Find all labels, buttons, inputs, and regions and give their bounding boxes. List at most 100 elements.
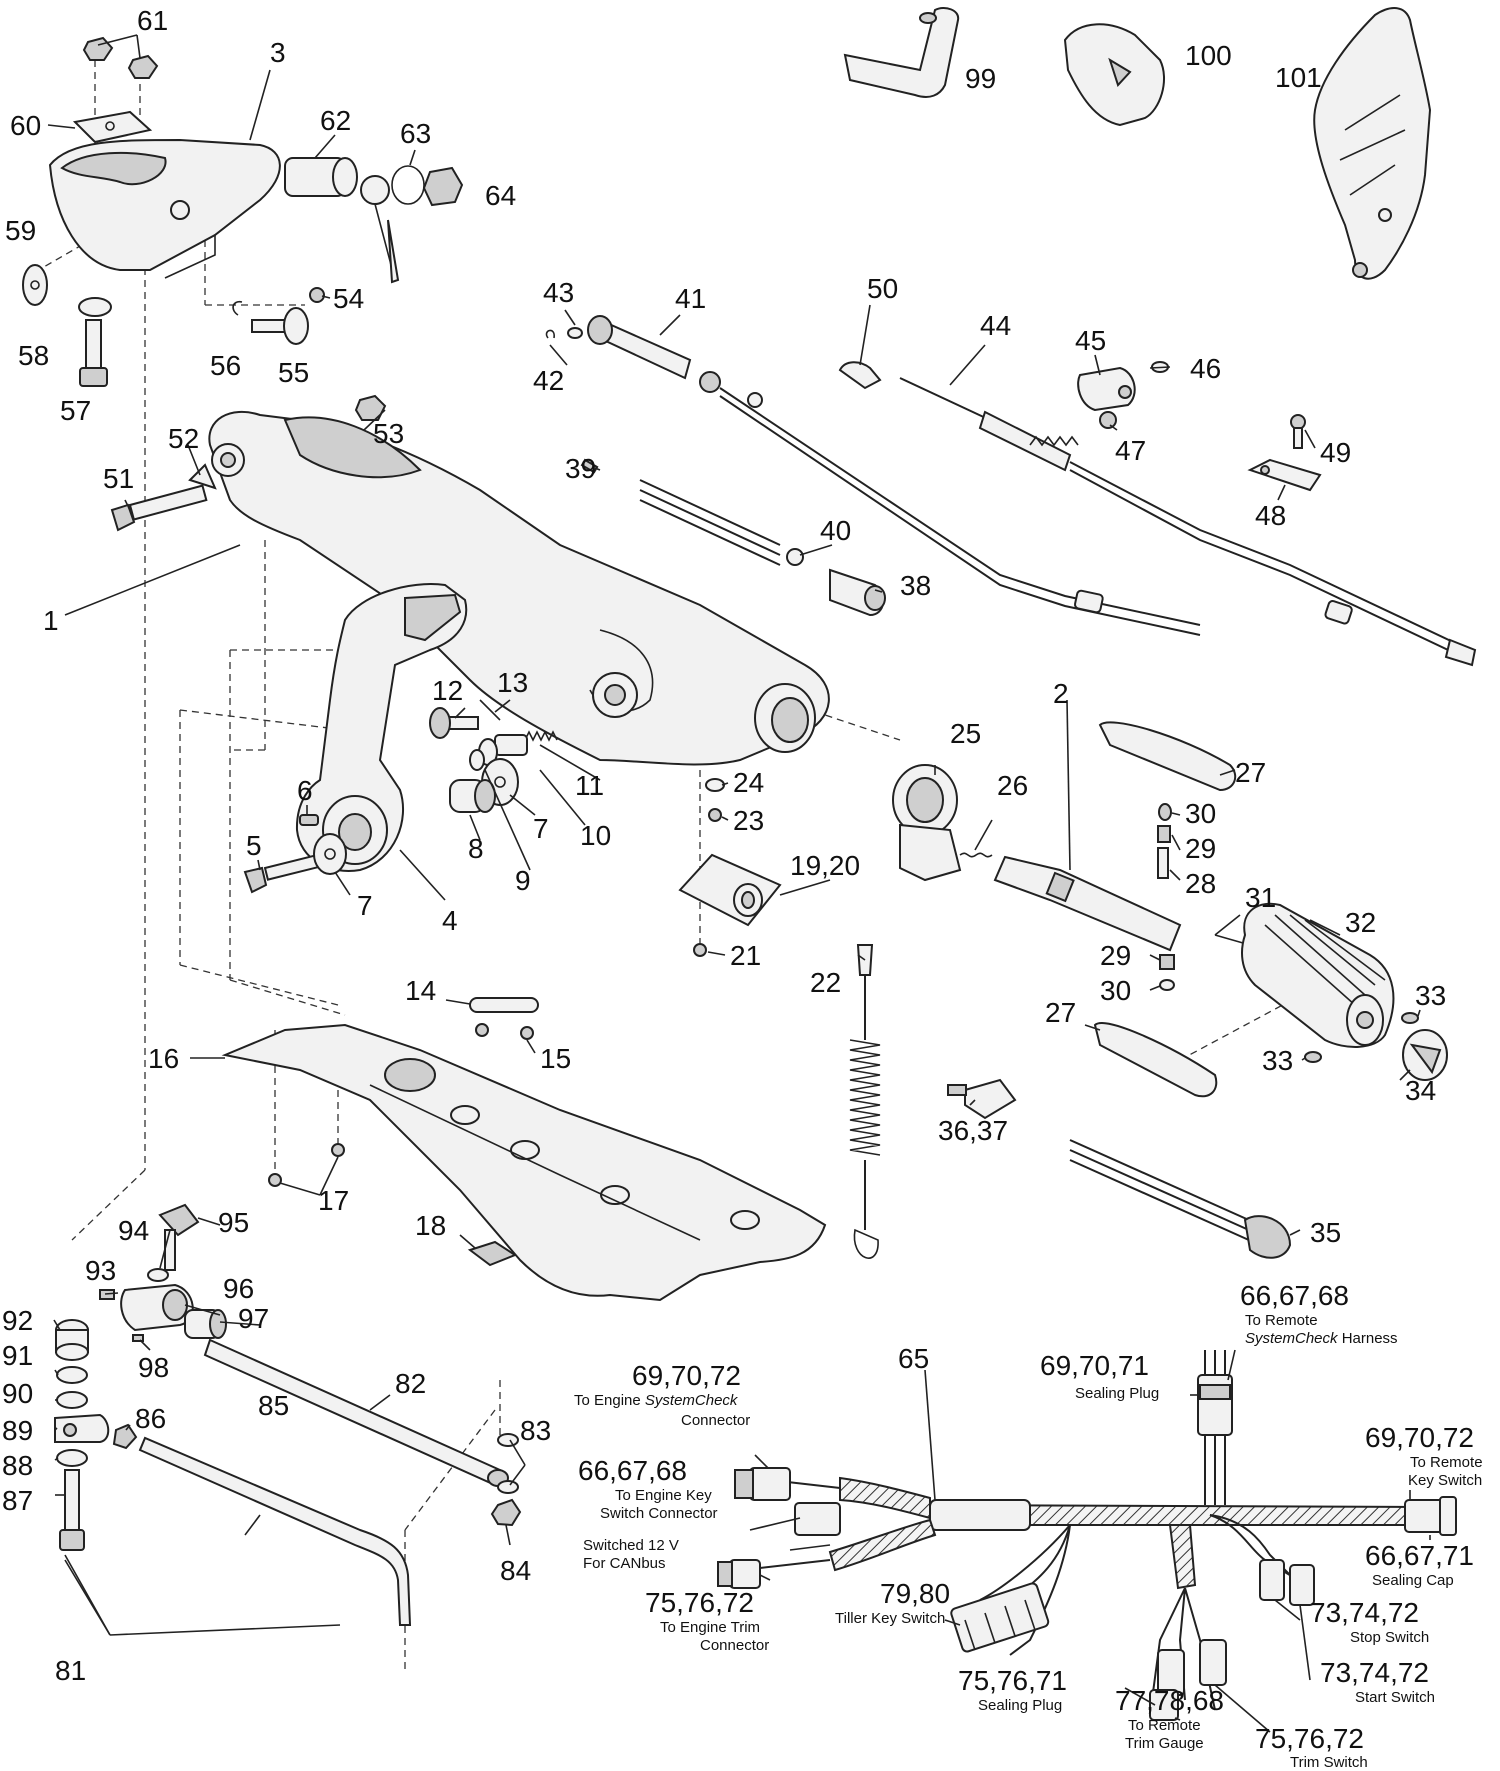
callout: 91 xyxy=(2,1340,33,1371)
screw-30a xyxy=(1158,803,1172,821)
callout: 10 xyxy=(580,820,611,851)
callout: 2 xyxy=(1053,678,1069,709)
harness-label-start-switch: 73,74,72 Start Switch xyxy=(1320,1657,1435,1706)
svg-text:69,70,71: 69,70,71 xyxy=(1040,1350,1149,1381)
callout: 94 xyxy=(118,1215,149,1246)
callout: 45 xyxy=(1075,325,1106,356)
spring-clip-26 xyxy=(959,852,993,858)
nut-29b xyxy=(1159,954,1175,970)
pin-12 xyxy=(429,707,479,739)
cable-end-50 xyxy=(838,361,882,390)
washer-52 xyxy=(188,463,217,490)
bushing-92 xyxy=(55,1319,89,1361)
callout: 4 xyxy=(442,905,458,936)
harness-label-tiller-key-switch: 79,80 Tiller Key Switch xyxy=(835,1578,950,1627)
clip-18 xyxy=(467,1240,518,1267)
svg-text:75,76,71: 75,76,71 xyxy=(958,1665,1067,1696)
callout: 55 xyxy=(278,357,309,388)
svg-text:SystemCheck Harness: SystemCheck Harness xyxy=(1245,1330,1398,1347)
callout: 84 xyxy=(500,1555,531,1586)
screw-47 xyxy=(1099,411,1117,429)
callout: 44 xyxy=(980,310,1011,341)
svg-text:To Remote: To Remote xyxy=(1128,1717,1201,1734)
callout: 6 xyxy=(297,775,313,806)
callout: 90 xyxy=(2,1378,33,1409)
washer-94 xyxy=(147,1268,169,1282)
knob-95 xyxy=(158,1203,200,1271)
callout: 62 xyxy=(320,105,351,136)
strap-14 xyxy=(469,997,539,1013)
svg-text:Key Switch: Key Switch xyxy=(1408,1472,1482,1489)
key-switch-62 xyxy=(284,157,400,284)
svg-text:Trim Switch: Trim Switch xyxy=(1290,1754,1368,1771)
callout: 47 xyxy=(1115,435,1146,466)
throttle-grip-32 xyxy=(1241,902,1395,1048)
pin-6 xyxy=(299,814,319,826)
harness-label-sealing-plug-bottom: 75,76,71 Sealing Plug xyxy=(958,1665,1067,1714)
connectors-harness xyxy=(717,1374,1457,1721)
svg-text:To Engine Trim: To Engine Trim xyxy=(660,1619,760,1636)
callout: 5 xyxy=(246,830,262,861)
svg-text:Trim Gauge: Trim Gauge xyxy=(1125,1735,1204,1752)
callout: 16 xyxy=(148,1043,179,1074)
washers-83 xyxy=(497,1433,519,1494)
svg-text:66,67,68: 66,67,68 xyxy=(1240,1280,1349,1311)
callout: 30 xyxy=(1185,798,1216,829)
callout: 53 xyxy=(373,418,404,449)
svg-text:To Remote: To Remote xyxy=(1245,1312,1318,1329)
svg-text:66,67,68: 66,67,68 xyxy=(578,1455,687,1486)
callout: 49 xyxy=(1320,437,1351,468)
callout: 54 xyxy=(333,283,364,314)
washer-30b xyxy=(1159,979,1175,991)
bolt-87 xyxy=(59,1469,85,1551)
svg-text:Sealing Plug: Sealing Plug xyxy=(978,1697,1062,1714)
washers-91-90 xyxy=(56,1366,88,1409)
tiller-top-cover xyxy=(48,138,281,279)
bracket-45 xyxy=(1077,366,1136,412)
callout: 82 xyxy=(395,1368,426,1399)
callout: 8 xyxy=(468,833,484,864)
callout: 56 xyxy=(210,350,241,381)
callout: 43 xyxy=(543,277,574,308)
callout: 39 xyxy=(565,453,596,484)
svg-text:Sealing Plug: Sealing Plug xyxy=(1075,1385,1159,1402)
callout: 17 xyxy=(318,1185,349,1216)
shift-cable-44 xyxy=(899,377,1477,667)
grip-insert-27a xyxy=(1098,721,1237,792)
harness-label-switched-12v: Switched 12 V For CANbus xyxy=(583,1537,679,1572)
callout: 7 xyxy=(533,813,549,844)
svg-text:Sealing Cap: Sealing Cap xyxy=(1372,1572,1454,1589)
svg-text:66,67,71: 66,67,71 xyxy=(1365,1540,1474,1571)
callout: 30 xyxy=(1100,975,1131,1006)
svg-text:75,76,72: 75,76,72 xyxy=(1255,1723,1364,1754)
svg-text:73,74,72: 73,74,72 xyxy=(1320,1657,1429,1688)
harness-label-engine-trim: 75,76,72 To Engine Trim Connector xyxy=(645,1587,769,1654)
svg-text:Start Switch: Start Switch xyxy=(1355,1689,1435,1706)
callout: 92 xyxy=(2,1305,33,1336)
svg-text:Connector: Connector xyxy=(681,1412,750,1429)
callout: 89 xyxy=(2,1415,33,1446)
tiller-arm xyxy=(208,410,830,766)
pin-98 xyxy=(132,1334,144,1342)
callout: 9 xyxy=(515,865,531,896)
harness-label-stop-switch: 73,74,72 Stop Switch xyxy=(1310,1597,1429,1646)
leader-lines xyxy=(47,34,1431,1733)
harness-label-engine-key-switch: 66,67,68 To Engine Key Switch Connector xyxy=(578,1455,718,1522)
callout: 63 xyxy=(400,118,431,149)
throttle-cable-41 xyxy=(587,315,1201,636)
harness-label-remote-systemcheck: 66,67,68 To Remote SystemCheck Harness xyxy=(1240,1280,1398,1347)
callout: 59 xyxy=(5,215,36,246)
screws-15 xyxy=(475,1023,534,1040)
washer-58 xyxy=(78,297,112,317)
callout: 58 xyxy=(18,340,49,371)
callout: 3 xyxy=(270,37,286,68)
callout: 31 xyxy=(1245,882,1276,913)
svg-text:Connector: Connector xyxy=(700,1637,769,1654)
nut-53 xyxy=(354,394,387,421)
bracket-89 xyxy=(54,1413,110,1443)
clip-39 xyxy=(580,458,599,474)
svg-text:69,70,72: 69,70,72 xyxy=(632,1360,741,1391)
svg-text:To Remote: To Remote xyxy=(1410,1454,1483,1471)
washer-88 xyxy=(56,1449,88,1467)
